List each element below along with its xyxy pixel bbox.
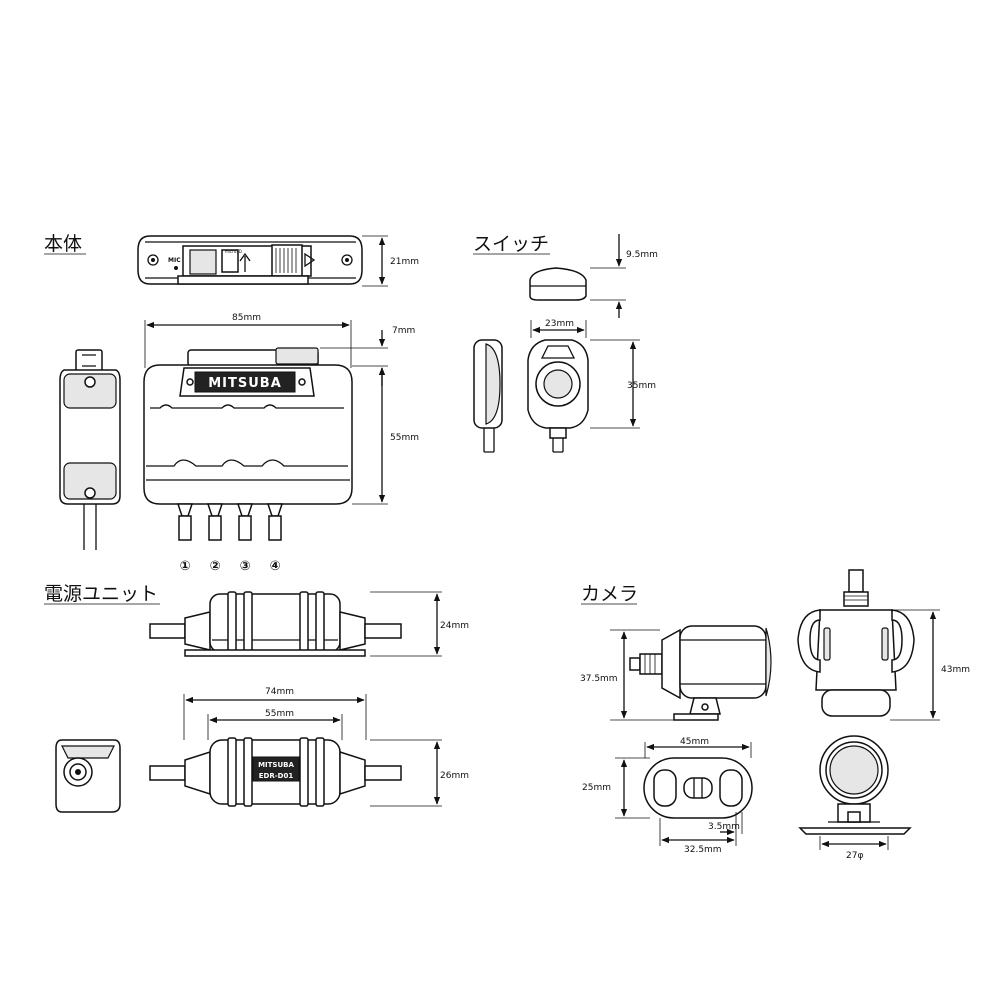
power-unit-end-view	[55, 739, 121, 813]
camera-bracket-plan	[643, 757, 753, 819]
dim-bracket-height: 25mm	[582, 783, 611, 793]
sd-label: microSD	[225, 249, 242, 254]
dim-switch-width: 23mm	[545, 319, 574, 329]
mic-label: MIC	[168, 257, 181, 264]
dim-camera-side: 37.5mm	[580, 674, 618, 684]
switch-front-view	[527, 339, 589, 453]
dim-power-height: 26mm	[440, 771, 469, 781]
dim-main-height: 55mm	[390, 433, 419, 443]
section-title-main-unit: 本体	[44, 233, 82, 255]
section-title-camera: カメラ	[581, 583, 638, 605]
dim-main-top-height: 21mm	[390, 257, 419, 267]
section-title-switch: スイッチ	[473, 233, 549, 255]
dim-power-inner: 55mm	[265, 709, 294, 719]
dim-main-lid: 7mm	[392, 326, 415, 336]
main-unit-top-view: MIC microSD	[137, 235, 363, 285]
brand-label: MITSUBA	[208, 376, 282, 391]
port-2: ②	[209, 559, 220, 574]
port-4: ④	[269, 559, 280, 574]
switch-edge-view	[473, 339, 503, 453]
power-unit-side-view	[149, 591, 402, 657]
dim-diameter: 27φ	[846, 851, 863, 861]
main-unit-side-view	[59, 349, 121, 550]
power-model-label: EDR-D01	[259, 772, 294, 780]
camera-side-view	[629, 625, 772, 721]
dim-slot: 3.5mm	[708, 822, 740, 832]
camera-rear-view	[798, 735, 912, 835]
dim-pitch: 32.5mm	[684, 845, 722, 855]
dim-camera-height: 43mm	[941, 665, 970, 675]
camera-front-view	[797, 569, 915, 717]
dim-power-overall: 74mm	[265, 687, 294, 697]
section-title-power-unit: 電源ユニット	[44, 583, 158, 605]
dim-main-width: 85mm	[232, 313, 261, 323]
dim-switch-height: 9.5mm	[626, 250, 658, 260]
dim-power-side-height: 24mm	[440, 621, 469, 631]
dim-switch-depth: 35mm	[627, 381, 656, 391]
port-3: ③	[239, 559, 250, 574]
power-unit-front-view: MITSUBA EDR-D01	[149, 737, 402, 807]
main-unit-front-view: MITSUBA	[143, 347, 353, 541]
power-brand-label: MITSUBA	[258, 761, 294, 769]
port-1: ①	[179, 559, 190, 574]
dim-bracket-width: 45mm	[680, 737, 709, 747]
switch-side-view	[529, 267, 587, 301]
